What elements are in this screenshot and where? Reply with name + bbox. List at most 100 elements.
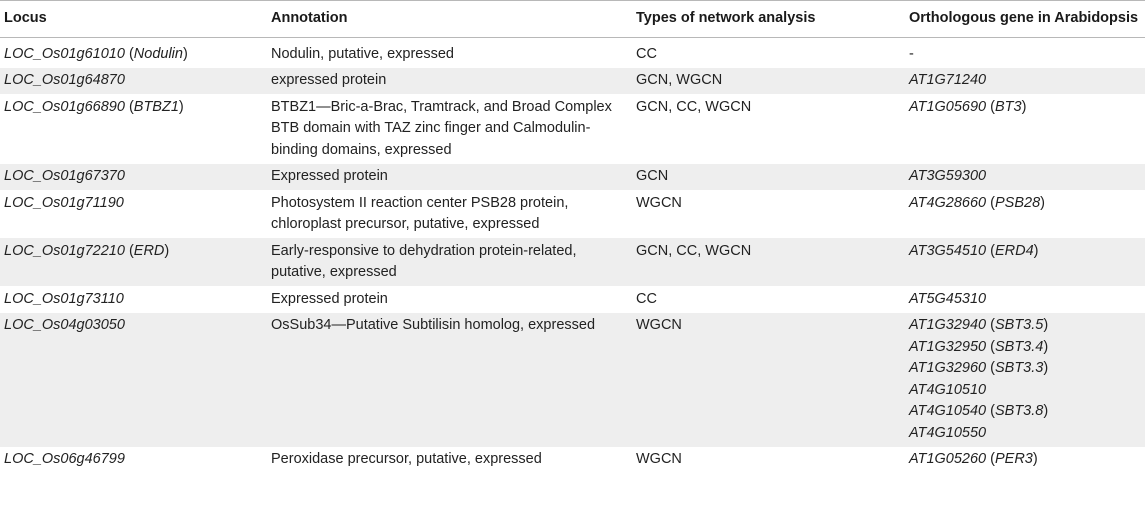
ortholog-id: AT1G32950 xyxy=(909,338,987,355)
ortholog-entry: AT1G71240 xyxy=(909,70,1140,92)
ortholog-id: AT1G05690 xyxy=(909,98,987,115)
ortholog-entry: AT1G32940 (SBT3.5) xyxy=(909,317,1049,333)
locus-cell: LOC_Os01g73110 xyxy=(0,286,267,313)
locus-cell: LOC_Os04g03050 xyxy=(0,312,267,447)
locus-id: LOC_Os01g73110 xyxy=(4,290,124,307)
table-row: LOC_Os01g66890 (BTBZ1) BTBZ1—Bric-a-Brac,… xyxy=(0,94,1145,164)
table-body: LOC_Os01g61010 (Nodulin) Nodulin, putativ… xyxy=(0,37,1145,473)
locus-id: LOC_Os01g64870 xyxy=(4,72,125,88)
locus-gene-name: Nodulin xyxy=(133,45,183,62)
locus-cell: LOC_Os01g67370 xyxy=(0,163,267,190)
locus-cell: LOC_Os01g61010 (Nodulin) xyxy=(4,45,188,62)
header-locus: Locus xyxy=(0,0,267,38)
locus-cell: LOC_Os01g71190 xyxy=(0,190,267,238)
table-row: LOC_Os04g03050 OsSub34—Putative Subtilisi… xyxy=(0,312,1145,447)
ortholog-id: AT1G32960 xyxy=(909,360,987,376)
ortholog-entry: AT5G45310 xyxy=(909,289,1140,311)
table-row: LOC_Os01g71190 Photosystem II reaction ce… xyxy=(0,190,1145,238)
ortholog-id: AT1G32940 xyxy=(909,317,987,333)
annotation-cell: Expressed protein xyxy=(267,163,632,190)
ortholog-gene-name: SBT3.3 xyxy=(994,360,1044,376)
locus-id: LOC_Os01g72210 xyxy=(4,242,125,259)
header-annotation: Annotation xyxy=(267,0,632,38)
ortholog-entry: AT1G05690 (BT3) xyxy=(909,98,1027,115)
ortholog-entry: AT4G10550 xyxy=(909,423,1140,445)
ortholog-id: AT4G28660 xyxy=(909,194,987,211)
ortholog-gene-name: PSB28 xyxy=(994,194,1041,211)
table-header: Locus Annotation Types of network analys… xyxy=(0,0,1145,38)
ortholog-cell: AT3G54510 (ERD4) xyxy=(905,238,1145,286)
header-ortholog: Orthologous gene in Arabidopsis xyxy=(905,0,1145,38)
ortholog-id: AT4G10550 xyxy=(909,424,987,441)
ortholog-entry: - xyxy=(909,44,1140,66)
network-cell: CC xyxy=(636,290,657,307)
annotation-cell: Nodulin, putative, expressed xyxy=(271,45,454,62)
table-row: LOC_Os01g72210 (ERD)Early-responsive to … xyxy=(0,238,1145,286)
network-cell: GCN, WGCN xyxy=(632,67,905,94)
ortholog-entry: AT1G05260 (PER3) xyxy=(909,451,1038,467)
locus-cell: LOC_Os01g66890 (BTBZ1) xyxy=(4,98,184,115)
ortholog-entry: AT3G54510 (ERD4) xyxy=(909,242,1039,259)
ortholog-cell: - xyxy=(905,37,1145,68)
ortholog-gene-name: BT3 xyxy=(994,98,1022,115)
header-network: Types of network analysis xyxy=(632,0,905,38)
ortholog-id: AT1G71240 xyxy=(909,72,987,88)
ortholog-id: AT4G10510 xyxy=(909,381,987,398)
locus-id: LOC_Os01g66890 xyxy=(4,98,125,115)
network-cell: GCN, CC, WGCN xyxy=(632,238,905,286)
network-cell: WGCN xyxy=(636,451,682,467)
ortholog-gene-name: PER3 xyxy=(994,451,1033,467)
ortholog-entry: AT4G28660 (PSB28) xyxy=(909,194,1045,211)
locus-gene-name: ERD xyxy=(133,242,165,259)
table-row: LOC_Os06g46799 Peroxidase precursor, puta… xyxy=(0,447,1145,474)
annotation-cell: Photosystem II reaction center PSB28 pro… xyxy=(271,194,569,233)
locus-id: LOC_Os01g71190 xyxy=(4,194,124,211)
ortholog-cell: AT4G28660 (PSB28) xyxy=(905,190,1145,238)
locus-cell: LOC_Os06g46799 xyxy=(0,447,267,474)
header-row: Locus Annotation Types of network analys… xyxy=(0,0,1145,38)
locus-id: LOC_Os01g61010 xyxy=(4,45,125,62)
network-cell: WGCN xyxy=(636,194,682,211)
ortholog-cell: AT1G32940 (SBT3.5)AT1G32950 (SBT3.4)AT1G… xyxy=(905,312,1145,447)
annotation-cell: BTBZ1—Bric-a-Brac, Tramtrack, and Broad … xyxy=(271,98,612,158)
ortholog-gene-name: SBT3.8 xyxy=(994,403,1044,419)
ortholog-cell: AT1G05260 (PER3) xyxy=(905,447,1145,474)
ortholog-gene-name: SBT3.5 xyxy=(994,317,1044,333)
annotation-cell: OsSub34—Putative Subtilisin homolog, exp… xyxy=(267,312,632,447)
ortholog-cell: AT5G45310 xyxy=(905,286,1145,313)
annotation-cell: Peroxidase precursor, putative, expresse… xyxy=(271,451,542,467)
ortholog-gene-name: ERD4 xyxy=(994,242,1034,259)
ortholog-entry: AT3G59300 xyxy=(909,166,1140,188)
ortholog-id: AT3G59300 xyxy=(909,168,987,184)
locus-cell: LOC_Os01g64870 xyxy=(0,67,267,94)
network-cell: GCN, CC, WGCN xyxy=(636,98,752,115)
ortholog-cell: AT1G05690 (BT3) xyxy=(905,94,1145,164)
locus-id: LOC_Os04g03050 xyxy=(4,317,125,333)
ortholog-entry: AT1G32960 (SBT3.3) xyxy=(909,360,1049,376)
ortholog-entry: AT1G32950 (SBT3.4) xyxy=(909,338,1049,355)
network-cell: WGCN xyxy=(632,312,905,447)
locus-gene-name: BTBZ1 xyxy=(133,98,179,115)
annotation-cell: Early-responsive to dehydration protein-… xyxy=(267,238,632,286)
annotation-cell: expressed protein xyxy=(267,67,632,94)
ortholog-id: AT5G45310 xyxy=(909,290,987,307)
locus-id: LOC_Os06g46799 xyxy=(4,451,125,467)
ortholog-cell: AT3G59300 xyxy=(905,163,1145,190)
ortholog-id: - xyxy=(909,45,914,62)
table-row: LOC_Os01g73110 Expressed protein CC AT5G453… xyxy=(0,286,1145,313)
ortholog-entry: AT4G10540 (SBT3.8) xyxy=(909,403,1049,419)
network-cell: GCN xyxy=(632,163,905,190)
annotation-cell: Expressed protein xyxy=(271,290,388,307)
ortholog-cell: AT1G71240 xyxy=(905,67,1145,94)
locus-id: LOC_Os01g67370 xyxy=(4,168,125,184)
ortholog-id: AT4G10540 xyxy=(909,403,987,419)
table-row: LOC_Os01g61010 (Nodulin) Nodulin, putativ… xyxy=(0,37,1145,68)
ortholog-id: AT3G54510 xyxy=(909,242,987,259)
network-cell: CC xyxy=(636,45,657,62)
ortholog-gene-name: SBT3.4 xyxy=(994,338,1044,355)
ortholog-id: AT1G05260 xyxy=(909,451,987,467)
ortholog-entry: AT4G10510 xyxy=(909,380,1140,402)
gene-table: Locus Annotation Types of network analys… xyxy=(0,0,1145,473)
